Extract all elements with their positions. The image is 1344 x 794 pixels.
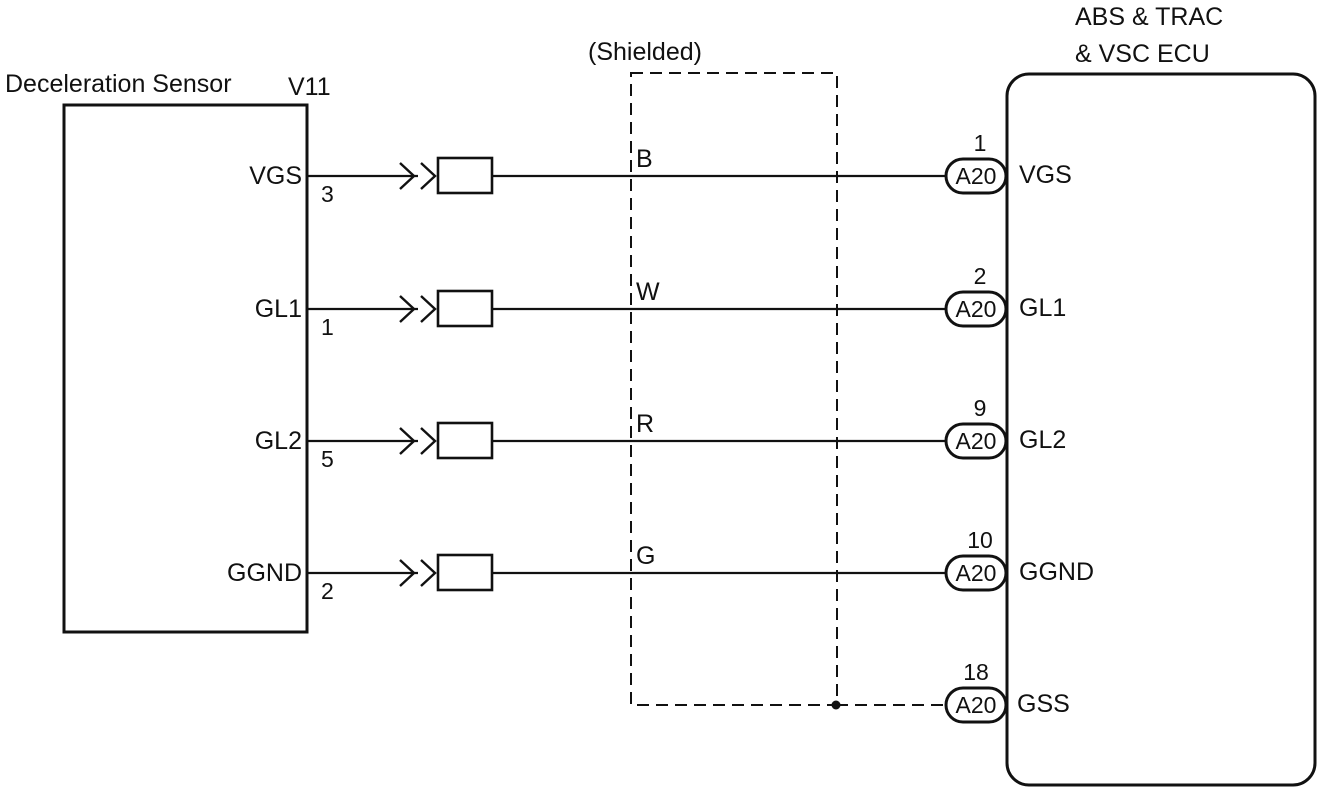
ecu-title-line2: & VSC ECU [1075, 40, 1210, 68]
ecu-title-line1: ABS & TRAC [1075, 3, 1223, 31]
sensor-pin-number: 5 [321, 446, 334, 472]
shield-ground-row: A20 18 GSS [831, 659, 1070, 724]
sensor-title: Deceleration Sensor [5, 70, 232, 98]
connector-code: A20 [956, 692, 997, 718]
wire-color-label: G [636, 542, 655, 570]
connector-a20 [944, 290, 1008, 328]
shield-junction-dot [831, 700, 841, 710]
sensor-pin-name: VGS [249, 162, 302, 190]
deceleration-sensor-box [62, 103, 309, 634]
ecu-terminal-label: VGS [1019, 161, 1072, 189]
connector-code: A20 [956, 296, 997, 322]
connector-a20 [944, 554, 1008, 592]
connector-a20 [944, 157, 1008, 195]
connector-chevron-icon [399, 559, 416, 587]
ecu-pin-number: 10 [967, 527, 993, 553]
ecu-pin-number: 9 [974, 395, 987, 421]
connector-code: A20 [956, 560, 997, 586]
sensor-pin-number: 3 [321, 181, 334, 207]
shield-label: (Shielded) [588, 38, 702, 66]
sensor-pin-number: 2 [321, 578, 334, 604]
shield-enclosure [630, 72, 838, 706]
connector-chevron-icon [399, 427, 416, 455]
wire-color-label: R [636, 410, 654, 438]
connector-a20 [944, 422, 1008, 460]
connector-code: A20 [956, 163, 997, 189]
connector-chevron-icon [399, 295, 416, 323]
ecu-terminal-label: GL1 [1019, 294, 1066, 322]
wire-color-label: B [636, 145, 653, 173]
ecu-terminal-label: GSS [1017, 690, 1070, 718]
ecu-terminal-label: GGND [1019, 558, 1094, 586]
junction-connector [436, 553, 494, 592]
ecu-terminal-label: GL2 [1019, 426, 1066, 454]
sensor-pin-name: GL2 [255, 427, 302, 455]
circuit-rows: VGS3BA201VGSGL11WA202GL1GL25RA209GL2GGND… [227, 130, 1094, 604]
sensor-pin-name: GL1 [255, 295, 302, 323]
connector-code: A20 [956, 428, 997, 454]
sensor-pin-number: 1 [321, 314, 334, 340]
sensor-code: V11 [288, 73, 331, 101]
connector-chevron-icon [399, 162, 416, 190]
ecu-pin-number: 2 [974, 263, 987, 289]
junction-connector [436, 156, 494, 195]
junction-connector [436, 421, 494, 460]
wire-color-label: W [636, 278, 660, 306]
ecu-box [1005, 72, 1317, 787]
connector-chevron-icon [420, 427, 437, 455]
connector-chevron-icon [420, 162, 437, 190]
junction-connector [436, 289, 494, 328]
connector-chevron-icon [420, 559, 437, 587]
connector-chevron-icon [420, 295, 437, 323]
ecu-pin-number: 1 [974, 130, 987, 156]
sensor-pin-name: GGND [227, 559, 302, 587]
connector-a20-gss [944, 686, 1008, 724]
ecu-pin-number: 18 [963, 659, 989, 685]
